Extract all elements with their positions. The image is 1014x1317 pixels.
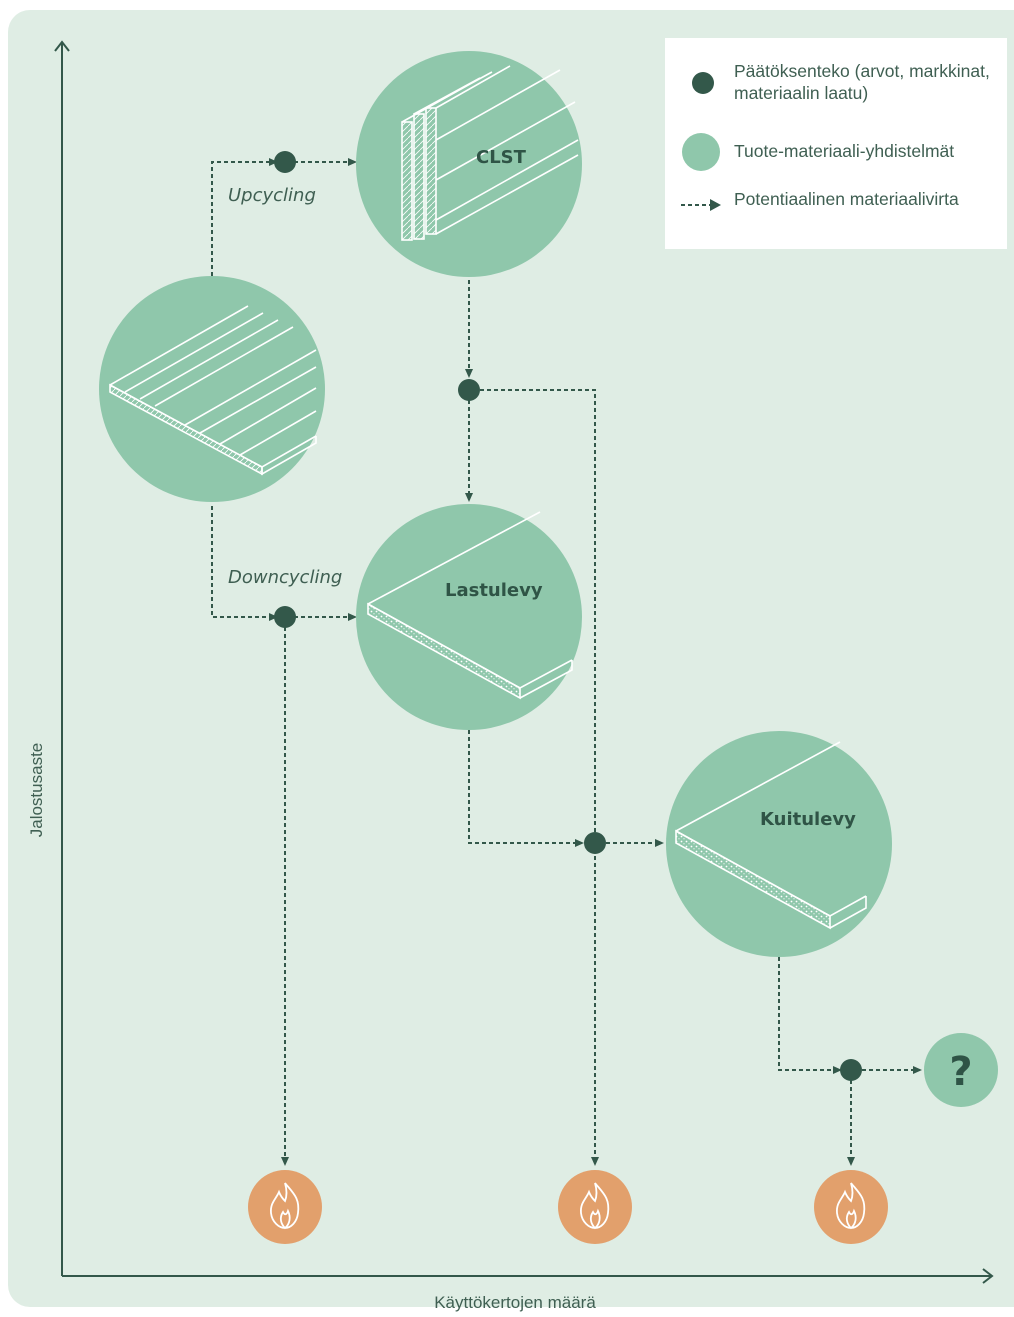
fire-icon xyxy=(836,1182,866,1230)
burn-node xyxy=(558,1170,632,1244)
burn-circle xyxy=(558,1170,632,1244)
legend-flow: Potentiaalinen materiaalivirta xyxy=(734,189,959,209)
fire-icon xyxy=(580,1182,610,1230)
decision-dot xyxy=(274,606,296,628)
lastulevy-label: Lastulevy xyxy=(445,580,543,601)
kuitulevy-node xyxy=(666,731,892,957)
clst-node xyxy=(356,51,582,277)
flow-kuitulevy-down xyxy=(778,957,842,1074)
kuitulevy-label: Kuitulevy xyxy=(760,809,856,830)
lumber-node xyxy=(99,276,325,502)
decision-dot xyxy=(584,832,606,854)
downcycling-label: Downcycling xyxy=(228,567,343,588)
clst-label: CLST xyxy=(476,147,526,168)
legend-products: Tuote-materiaali-yhdistelmät xyxy=(734,141,955,161)
decision-dot xyxy=(274,151,296,173)
fiberboard-icon xyxy=(675,741,867,930)
product-circles: ? xyxy=(99,51,998,1107)
particleboard-icon xyxy=(367,511,573,700)
flow-lastulevy-down xyxy=(468,730,584,847)
decision-dot xyxy=(458,379,480,401)
board-icon xyxy=(109,305,317,476)
burn-circle xyxy=(248,1170,322,1244)
burn-circle xyxy=(814,1170,888,1244)
unknown-node: ? xyxy=(924,1033,998,1107)
flow-upcycle-a xyxy=(211,158,278,276)
burn-node xyxy=(814,1170,888,1244)
legend: Päätöksenteko (arvot, markkinat, materia… xyxy=(665,38,1007,249)
upcycling-label: Upcycling xyxy=(228,185,316,206)
lastulevy-node xyxy=(356,504,582,730)
decision-dot xyxy=(840,1059,862,1081)
x-axis-label: Käyttökertojen määrä xyxy=(434,1293,596,1312)
burn-nodes xyxy=(248,1170,888,1244)
unknown-label: ? xyxy=(949,1049,972,1095)
decision-dot-legend-icon xyxy=(692,72,714,94)
legend-decision: Päätöksenteko (arvot, markkinat, materia… xyxy=(734,61,990,103)
flow-lines xyxy=(211,158,922,1166)
lumber-circle xyxy=(99,276,325,502)
clt-icon xyxy=(401,65,579,241)
flow-downcycle-a xyxy=(211,506,278,621)
axes xyxy=(54,40,994,1284)
y-axis-label: Jalostusaste xyxy=(27,742,46,838)
unknown-circle xyxy=(924,1033,998,1107)
lastulevy-circle xyxy=(356,504,582,730)
decision-points xyxy=(274,151,862,1081)
burn-node xyxy=(248,1170,322,1244)
product-circle-legend-icon xyxy=(682,133,720,171)
flow-clst-burn xyxy=(480,389,599,1166)
fire-icon xyxy=(270,1182,300,1230)
flow-arrow-legend-icon xyxy=(681,199,721,211)
kuitulevy-circle xyxy=(666,731,892,957)
